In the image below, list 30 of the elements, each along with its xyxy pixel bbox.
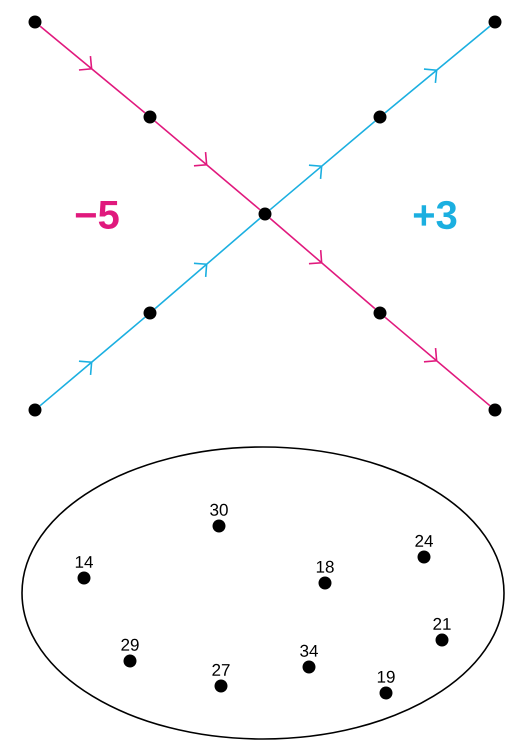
sign-label: +3: [414, 200, 456, 230]
number-label: 14: [76, 556, 93, 568]
dot: [214, 680, 228, 692]
number-label: 34: [300, 644, 318, 657]
number-label: 30: [210, 504, 228, 516]
dot: [78, 572, 90, 584]
dot: [488, 404, 502, 416]
dot: [488, 16, 502, 28]
dot: [144, 110, 156, 124]
number-label: 27: [212, 664, 230, 676]
dot: [212, 520, 226, 532]
dot: [28, 404, 42, 416]
dot: [380, 686, 392, 700]
dot: [28, 16, 42, 28]
ellipse-outline: [21, 446, 505, 740]
number-label: 29: [121, 638, 139, 651]
dot: [436, 634, 448, 646]
dot: [418, 550, 430, 564]
dot: [144, 306, 156, 320]
dot: [124, 654, 136, 668]
number-label: 24: [415, 534, 433, 547]
number-label: 19: [378, 670, 395, 683]
number-label: 18: [316, 560, 334, 573]
sign-label: −5: [76, 201, 119, 229]
dot: [302, 660, 316, 674]
dot: [374, 306, 386, 320]
dot: [318, 576, 332, 590]
dot: [374, 110, 386, 124]
dot: [258, 208, 272, 220]
number-label: 21: [433, 618, 451, 630]
